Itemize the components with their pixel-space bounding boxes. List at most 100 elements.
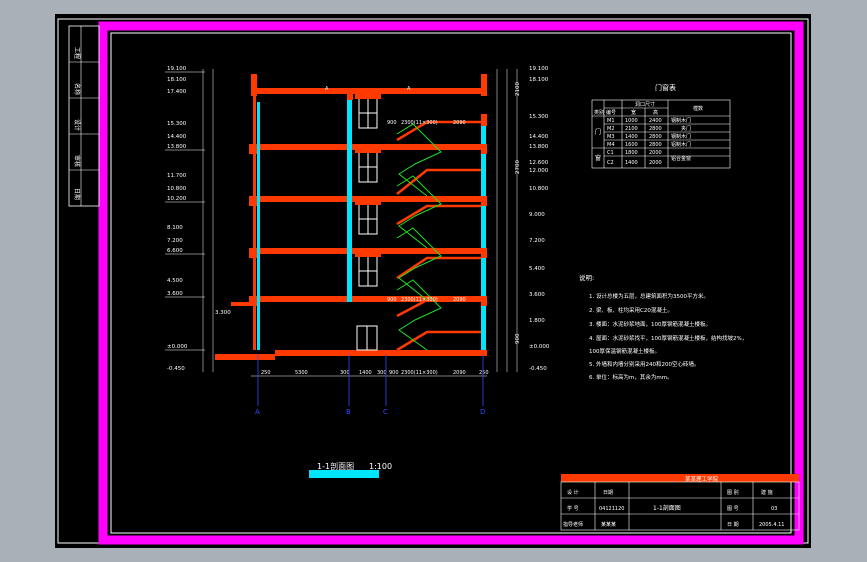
elev-label: ±0.000 (529, 344, 550, 350)
cell: M4 (607, 142, 615, 148)
binding-strip: 工程 名称 设计 审核 日期 (68, 25, 100, 207)
magenta-border (98, 21, 804, 545)
schedule-header: 类别 (594, 109, 604, 116)
cell: 2000 (649, 160, 662, 166)
cell: 1000 (625, 118, 638, 124)
elev-label: 1.800 (529, 318, 545, 324)
school-name: 某某理工学院 (685, 475, 719, 483)
strip-label: 审核 (73, 155, 81, 167)
elev-label: 14.400 (529, 134, 549, 140)
schedule-category: 门 (595, 128, 601, 136)
elev-label: 18.100 (167, 77, 187, 83)
tb-cell: 1-1剖面图 (653, 504, 681, 512)
elev-label: -0.450 (167, 366, 185, 372)
dim-label: 900 (515, 333, 521, 344)
entrance-level: 3.300 (215, 310, 231, 316)
note-item: 3. 楼面：水泥砂浆地面，100厚钢筋混凝土楼板。 (589, 320, 711, 328)
elev-label: 8.100 (167, 225, 183, 231)
elev-label: 10.200 (167, 196, 187, 202)
dim-label: 900 (387, 297, 397, 303)
note-item: 6. 单位：标高为m，其余为mm。 (589, 373, 673, 381)
dim-label: 1400 (359, 370, 372, 376)
cell: M1 (607, 118, 615, 124)
cell: 2800 (649, 134, 662, 140)
tb-cell: 2005.4.11 (759, 522, 784, 528)
cell: 1400 (625, 160, 638, 166)
notes-title: 说明: (579, 273, 594, 282)
schedule-title: 门窗表 (655, 83, 676, 92)
tb-cell: 04121120 (599, 506, 624, 512)
dim-label: 2300(11×300) (401, 297, 438, 303)
elev-label: 17.400 (167, 89, 187, 95)
tb-cell: 指导老师 (563, 521, 583, 528)
dim-label: 250 (261, 370, 271, 376)
elev-label: 15.300 (529, 114, 549, 120)
dim-label: 5300 (295, 370, 308, 376)
tb-cell: 设 计 (567, 489, 579, 496)
elev-label: 5.400 (529, 266, 545, 272)
cell: 2400 (649, 118, 662, 124)
cell: 2100 (625, 126, 638, 132)
elev-label: -0.450 (529, 366, 547, 372)
cad-viewport[interactable]: 工程 名称 设计 审核 日期 19.100 18.100 17.400 15.3… (55, 14, 811, 548)
elev-label: ±0.000 (167, 344, 188, 350)
elev-label: 14.400 (167, 134, 187, 140)
elev-label: 12.600 (529, 160, 549, 166)
schedule-subheader: 宽 (631, 109, 636, 116)
dim-label: 2300(11×300) (401, 370, 438, 376)
dim-label: 300 (377, 370, 387, 376)
note-item: 1. 设计总楼为五层，总建筑面积为3500平方米。 (589, 292, 709, 300)
dim-label: 2090 (453, 120, 466, 126)
elev-label: 9.000 (529, 212, 545, 218)
elev-label: 3.600 (529, 292, 545, 298)
door-schedule: 门窗表 类别 编号 洞口尺寸 樘数 宽 高 门 窗 (591, 83, 731, 169)
cell: 2000 (649, 150, 662, 156)
elev-label: 11.700 (167, 173, 187, 179)
left-elevations: 19.100 18.100 17.400 15.300 14.400 13.80… (165, 66, 231, 372)
elev-label: 18.100 (529, 77, 549, 83)
schedule-header: 樘数 (693, 105, 703, 112)
elev-label: 4.500 (167, 278, 183, 284)
cell: 铝合金窗 (671, 155, 691, 162)
dim-label: 900 (387, 120, 397, 126)
cell: C1 (607, 150, 614, 156)
dim-label: 2100 (515, 82, 521, 96)
cell: 2800 (649, 126, 662, 132)
dim-label: 2090 (453, 297, 466, 303)
axis-label: C (383, 408, 388, 416)
tb-cell: 学 号 (567, 505, 579, 512)
strip-label: 日期 (73, 188, 81, 200)
elev-label: 10.800 (529, 186, 549, 192)
elev-label: 7.200 (167, 238, 183, 244)
cell: 2800 (649, 142, 662, 148)
tb-cell: 某某某 (601, 522, 616, 528)
right-elevations: 19.100 18.100 15.300 14.400 13.800 12.60… (496, 66, 550, 372)
building-section (215, 74, 487, 360)
cell: 1600 (625, 142, 638, 148)
dim-label: 2090 (453, 370, 466, 376)
stair-dims: 900 2300(11×300) 2090 900 2300(11×300) 2… (387, 120, 466, 303)
tb-cell: 03 (771, 506, 777, 512)
title-underline (309, 470, 379, 478)
title-block: 某某理工学院 设 计 日期 图 别 建 施 学 号 04121120 1-1剖面… (560, 474, 800, 531)
drawing-title: 1-1剖面图 (317, 461, 354, 471)
axis-label: B (346, 408, 351, 416)
tb-cell: 图 号 (727, 506, 739, 512)
cell: 钢制木门 (671, 117, 691, 124)
cell: 铝制木门 (671, 141, 691, 148)
note-item: 100厚保温钢筋混凝土楼板。 (589, 347, 660, 355)
cell: C2 (607, 160, 614, 166)
dim-label: 300 (340, 370, 350, 376)
axis-label: A (255, 408, 260, 416)
inner-frame (110, 32, 792, 534)
elev-label: 10.800 (167, 186, 187, 192)
section-drawing: 工程 名称 设计 审核 日期 19.100 18.100 17.400 15.3… (57, 18, 809, 545)
cell: M3 (607, 134, 615, 140)
dim-label: 250 (479, 370, 489, 376)
tb-cell: 建 施 (761, 489, 773, 496)
dim-label: 2700 (515, 160, 521, 174)
elev-label: 7.200 (529, 238, 545, 244)
elev-label: 13.800 (167, 144, 187, 150)
grid-axes (257, 354, 484, 406)
schedule-subheader: 高 (653, 109, 658, 116)
